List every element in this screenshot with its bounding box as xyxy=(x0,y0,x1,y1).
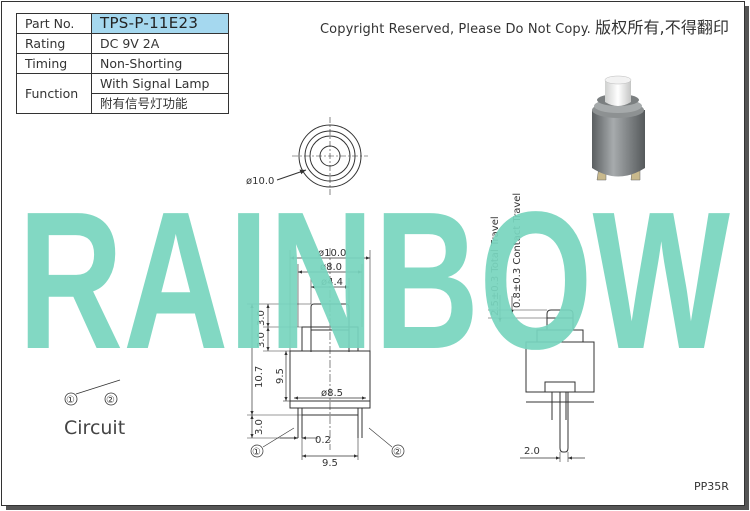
frame-shadow-right xyxy=(745,6,749,510)
side-pin xyxy=(559,392,569,453)
part-no-label: Part No. xyxy=(16,13,92,34)
circuit-switch-arm xyxy=(75,379,121,395)
dim-h-3-0-c: 3.0 xyxy=(254,419,265,435)
switch-render xyxy=(592,75,645,181)
copyright-notice: Copyright Reserved, Please Do Not Copy. … xyxy=(320,14,729,38)
total-travel-label: 2.5±0.3 Total Travel xyxy=(490,216,501,316)
dim-w-2-0: 2.0 xyxy=(524,446,540,457)
circuit-terminal-1-ring xyxy=(64,392,78,406)
function-value-cn: 附有信号灯功能 xyxy=(91,93,229,114)
spec-row-timing: Timing Non-Shorting xyxy=(16,53,229,74)
side-terminal xyxy=(551,392,567,420)
spec-row-function: Function With Signal Lamp xyxy=(16,73,229,114)
dim-w-9-5: 9.5 xyxy=(322,458,338,469)
circuit-terminal-2: ② xyxy=(106,395,115,406)
dim-h-3-0-b: 3.0 xyxy=(256,332,267,348)
part-no-value: TPS-P-11E23 xyxy=(91,13,229,34)
circuit-symbol xyxy=(64,379,121,406)
dim-w-0-2: 0.2 xyxy=(315,435,331,446)
circuit-label: Circuit xyxy=(64,417,126,439)
side-view xyxy=(488,295,595,462)
reference-code: PP35R xyxy=(694,480,729,493)
contact-travel-label: 0.8±0.3 Contact Travel xyxy=(512,193,523,308)
front-terminal-2: ② xyxy=(393,447,402,458)
circuit-terminal-2-ring xyxy=(104,392,118,406)
circuit-terminal-1: ① xyxy=(66,395,75,406)
spec-row-part-no: Part No. TPS-P-11E23 xyxy=(16,13,229,34)
dim-dia-4-4: ø4.4 xyxy=(321,277,343,288)
copyright-en: Copyright Reserved, Please Do Not Copy. xyxy=(320,22,591,37)
side-button xyxy=(546,309,574,330)
front-view xyxy=(247,248,405,460)
copyright-cn: 版权所有,不得翻印 xyxy=(595,18,730,37)
frame-shadow-bottom xyxy=(6,506,749,510)
rainbow-watermark: RAINBOW xyxy=(18,171,730,390)
rating-value: DC 9V 2A xyxy=(91,33,229,54)
timing-value: Non-Shorting xyxy=(91,53,229,74)
dim-h-9-5: 9.5 xyxy=(275,368,286,384)
function-value-en: With Signal Lamp xyxy=(91,73,229,94)
spec-table: Part No. TPS-P-11E23 Rating DC 9V 2A Tim… xyxy=(16,13,229,114)
dim-h-10-7: 10.7 xyxy=(254,366,265,388)
spec-row-function-cn: 附有信号灯功能 xyxy=(17,93,229,114)
dim-h-3-0-a: 3.0 xyxy=(256,310,267,326)
dim-dia-8-5: ø8.5 xyxy=(321,388,343,399)
top-view-dia-label: ø10.0 xyxy=(246,176,274,187)
front-terminal-1: ① xyxy=(252,447,261,458)
dim-dia-8: ø8.0 xyxy=(320,262,342,273)
function-label: Function xyxy=(16,73,92,114)
dim-dia-10: ø10.0 xyxy=(318,248,346,259)
top-view xyxy=(276,117,368,196)
